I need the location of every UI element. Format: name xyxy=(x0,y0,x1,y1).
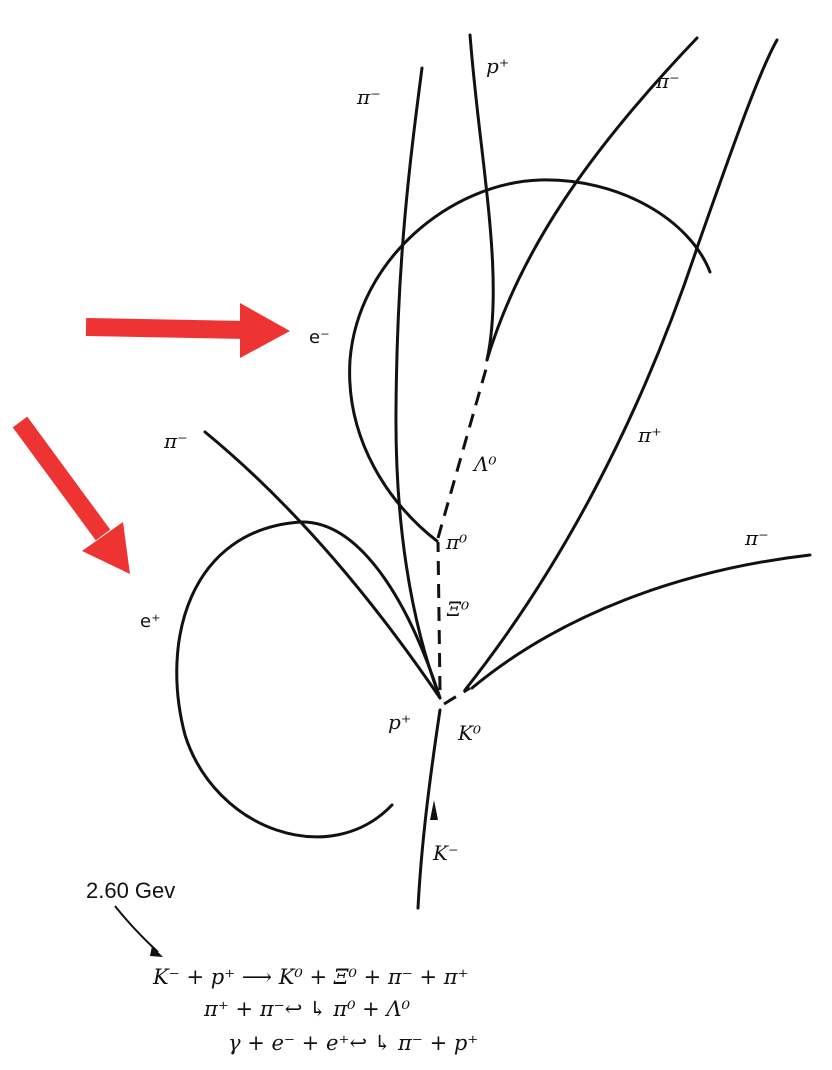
label-p-plus-bottom: p⁺ xyxy=(388,710,411,734)
energy-pointer-head xyxy=(150,946,163,957)
pi-minus-far-track xyxy=(470,553,812,690)
arrow-to-e-plus-head xyxy=(82,522,130,574)
label-p-plus-top: p⁺ xyxy=(486,54,509,78)
pi-minus-right-track xyxy=(485,36,699,362)
xi0-path xyxy=(436,541,442,691)
label-e-plus: e⁺ xyxy=(140,611,161,632)
label-e-minus: e⁻ xyxy=(309,327,330,348)
equation-line-3: γ + e⁻ + e⁺↩ ↳ π⁻ + p⁺ xyxy=(228,1031,478,1055)
label-pi-minus-right: π⁻ xyxy=(655,69,680,93)
arrow-to-e-plus xyxy=(12,416,111,541)
label-pi-minus-far: π⁻ xyxy=(744,526,769,550)
annotation-arrows xyxy=(12,303,290,574)
label-pi-plus: π⁺ xyxy=(637,423,662,447)
label-k0: K⁰ xyxy=(457,721,481,745)
label-lambda0: Λ⁰ xyxy=(472,452,496,476)
k0-path xyxy=(443,686,471,706)
tracks xyxy=(175,33,812,910)
p-plus-top-track xyxy=(468,33,495,362)
reaction-equations: K⁻ + p⁺ ⟶ K⁰ + Ξ⁰ + π⁻ + π⁺ π⁺ + π⁻↩ ↳ π… xyxy=(152,965,478,1055)
pi-minus-mid-track xyxy=(203,430,442,700)
pi-plus-track xyxy=(463,38,779,692)
particle-labels: π⁻ p⁺ π⁻ e⁻ Λ⁰ π⁺ π⁻ π⁰ π⁻ e⁺ Ξ⁰ p⁺ K⁰ K… xyxy=(140,54,769,865)
e-minus-track xyxy=(348,178,712,543)
equation-line-1: K⁻ + p⁺ ⟶ K⁰ + Ξ⁰ + π⁻ + π⁺ xyxy=(152,965,469,989)
label-pi0: π⁰ xyxy=(445,530,467,554)
neutral-paths xyxy=(436,361,490,706)
k-minus-arrowhead xyxy=(430,800,438,820)
e-plus-track xyxy=(175,520,442,839)
lambda0-path xyxy=(436,361,490,539)
energy-label: 2.60 Gev xyxy=(86,878,175,903)
pi-minus-left-track xyxy=(394,66,442,700)
k-minus-track xyxy=(416,708,442,910)
label-pi-minus-mid: π⁻ xyxy=(163,429,188,453)
energy-pointer xyxy=(114,905,159,953)
arrow-to-e-minus xyxy=(85,318,247,339)
arrow-to-e-minus-head xyxy=(240,303,290,358)
equation-line-2: π⁺ + π⁻↩ ↳ π⁰ + Λ⁰ xyxy=(203,997,411,1021)
label-xi0: Ξ⁰ xyxy=(446,597,469,621)
label-k-minus: K⁻ xyxy=(432,841,459,865)
label-pi-minus-left: π⁻ xyxy=(356,85,381,109)
